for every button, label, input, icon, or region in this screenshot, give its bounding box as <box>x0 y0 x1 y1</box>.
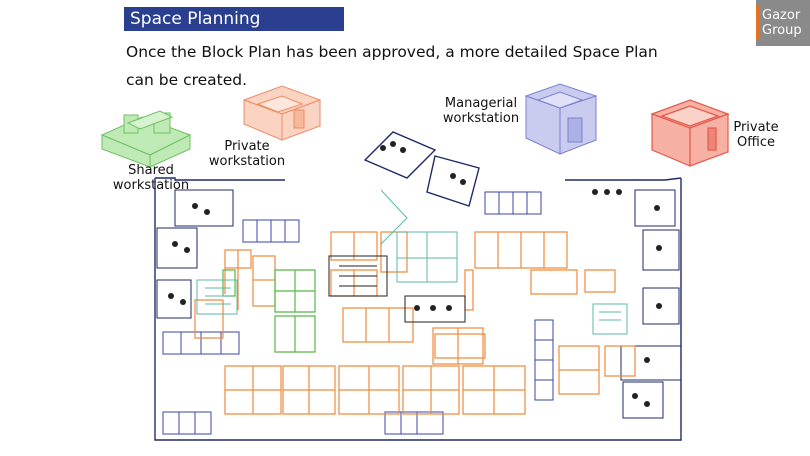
company-logo: Gazor Group <box>756 0 810 46</box>
shared-workstation-icon <box>100 110 192 168</box>
private-workstation-icon <box>242 85 322 141</box>
shared-workstation-label: Shared workstation <box>112 163 190 193</box>
private-office-icon <box>650 99 730 167</box>
slide-title: Space Planning <box>124 7 344 31</box>
managerial-workstation-icon <box>524 83 598 155</box>
slide-subtitle: Once the Block Plan has been approved, a… <box>126 43 658 89</box>
private-workstation-label: Private workstation <box>208 139 286 169</box>
logo-line-1: Gazor <box>762 8 801 23</box>
managerial-workstation-label: Managerial workstation <box>442 96 520 126</box>
private-office-label: Private Office <box>733 120 779 150</box>
logo-line-2: Group <box>762 23 802 38</box>
floor-plan <box>154 131 682 441</box>
